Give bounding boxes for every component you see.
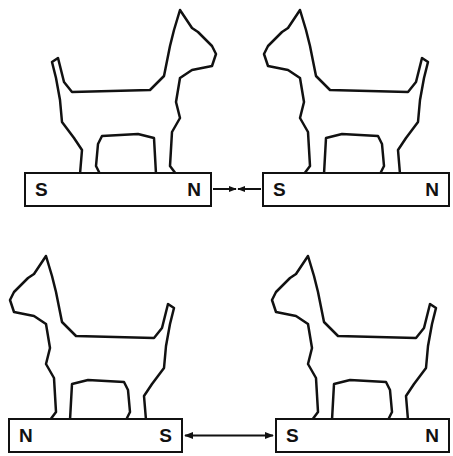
- bar-magnet: NS: [8, 418, 183, 453]
- dog-figure: [272, 256, 436, 420]
- bar-magnet: SN: [262, 172, 450, 207]
- bar-magnet: SN: [24, 172, 212, 207]
- attraction-arrow: [213, 188, 236, 190]
- bar-magnet: SN: [275, 418, 450, 453]
- pole-label: N: [425, 426, 439, 445]
- pole-label: S: [273, 180, 286, 199]
- pole-label: S: [35, 180, 48, 199]
- dog-figure: [264, 10, 428, 174]
- dog-figure: [10, 256, 174, 420]
- force-arrow: [185, 435, 273, 437]
- pole-label: N: [19, 426, 33, 445]
- dog-figure: [52, 10, 216, 174]
- pole-label: N: [425, 180, 439, 199]
- pole-label: N: [187, 180, 201, 199]
- attraction-arrow: [238, 188, 261, 190]
- pole-label: S: [159, 426, 172, 445]
- pole-label: S: [286, 426, 299, 445]
